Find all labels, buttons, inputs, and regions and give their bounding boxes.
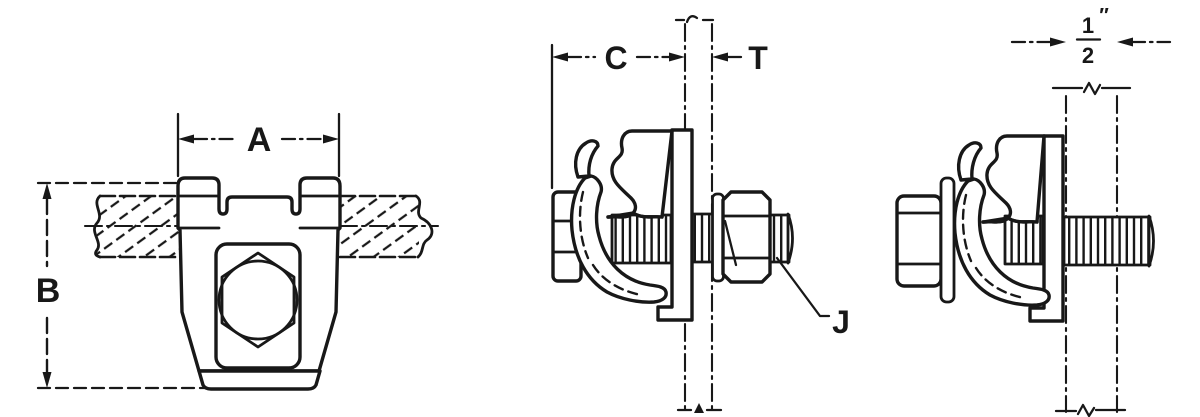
callout-j-label: J (832, 304, 850, 340)
keeper-jaw (569, 139, 668, 304)
bolt-head-hexagon (220, 251, 296, 349)
stud-jaw-body (952, 177, 1051, 307)
thread-end-lines (770, 215, 789, 262)
stud-washer (939, 176, 956, 304)
stud-thread-long-lines (1064, 217, 1150, 265)
washer-and-nut (711, 190, 772, 284)
dim-c-arrow-left (552, 52, 568, 62)
dim-t-label: T (748, 40, 768, 76)
dimension-t: T (712, 40, 768, 76)
stud-jaw-hidden-edge-1 (961, 193, 973, 263)
stud-jaw-hidden-edge-2 (974, 266, 1026, 300)
dimension-c: C (550, 40, 685, 190)
member-break-top (674, 15, 715, 24)
stud-threads (1062, 214, 1155, 268)
dim-b-arrow-top (42, 183, 52, 199)
thread-inner-lines (612, 215, 671, 263)
member-break-bottom-mark (694, 403, 704, 413)
stud-mounting-flat (1028, 134, 1065, 323)
mounting-flat (656, 128, 694, 322)
dim-c-arrow-right (669, 52, 685, 62)
jaw-body (569, 174, 668, 304)
dim-t-arrow (712, 52, 728, 62)
front-view: A B (36, 112, 440, 391)
dimension-b: B (36, 181, 207, 390)
dim-half-arrow-right (1117, 37, 1133, 47)
stud-groove-flares (981, 216, 1039, 224)
stud-keeper-jaw (952, 141, 1051, 307)
dim-c-label: C (604, 40, 627, 76)
dim-a-arrow-right (323, 134, 339, 144)
stud-head-outline (895, 194, 943, 288)
groove-profile-flares (606, 211, 664, 219)
bolt-end-cap (786, 212, 794, 265)
dim-half-inch-mark: ″ (1099, 5, 1109, 27)
groove-profile (606, 129, 674, 219)
bolt-head-circle (217, 259, 299, 341)
bolt-window (214, 242, 302, 370)
side-view-installed: C T J (550, 15, 850, 413)
nut-chamfer-line (723, 219, 738, 267)
clamp-front-foot (197, 369, 322, 391)
stud-thread-inner (1003, 214, 1045, 266)
clamp-front-body (176, 176, 342, 391)
callout-j: J (775, 256, 850, 340)
callout-j-leader (775, 256, 831, 318)
dim-half-arrow-left (1050, 37, 1066, 47)
stud-jaw-horn (956, 141, 983, 182)
stud-head-facets (895, 211, 943, 266)
dim-half-numerator: 1 (1082, 13, 1094, 38)
dim-half-denominator: 2 (1082, 43, 1094, 68)
dim-b-arrow-bottom (42, 372, 52, 388)
dimension-a: A (176, 112, 341, 178)
side-view-stud: 1 2 ″ (895, 5, 1172, 417)
dim-a-label: A (247, 121, 272, 159)
dim-b-label: B (36, 272, 61, 310)
stud-thread-inner-lines (1005, 216, 1043, 264)
stud-end-cap (1147, 214, 1155, 268)
cable-left-segment (83, 194, 183, 259)
dim-a-arrow-left (178, 134, 194, 144)
jaw-horn (573, 139, 600, 179)
cable-right-segment (338, 194, 440, 259)
cable-left-break (93, 194, 102, 259)
nut-facets (721, 214, 772, 260)
thread-section-inner (610, 213, 673, 265)
dimension-half-inch: 1 2 ″ (1010, 5, 1172, 68)
cable-right-break (414, 194, 434, 259)
thread-gap-lines (692, 214, 714, 262)
jaw-hidden-edge-2 (591, 263, 643, 297)
stud-bolt-head (895, 194, 943, 288)
stud-break-top (1051, 81, 1132, 96)
bolt-and-nut (690, 212, 794, 265)
stud-groove-profile (981, 134, 1046, 224)
jaw-hidden-edge-1 (578, 190, 590, 260)
stud-break-bottom (1054, 403, 1127, 417)
